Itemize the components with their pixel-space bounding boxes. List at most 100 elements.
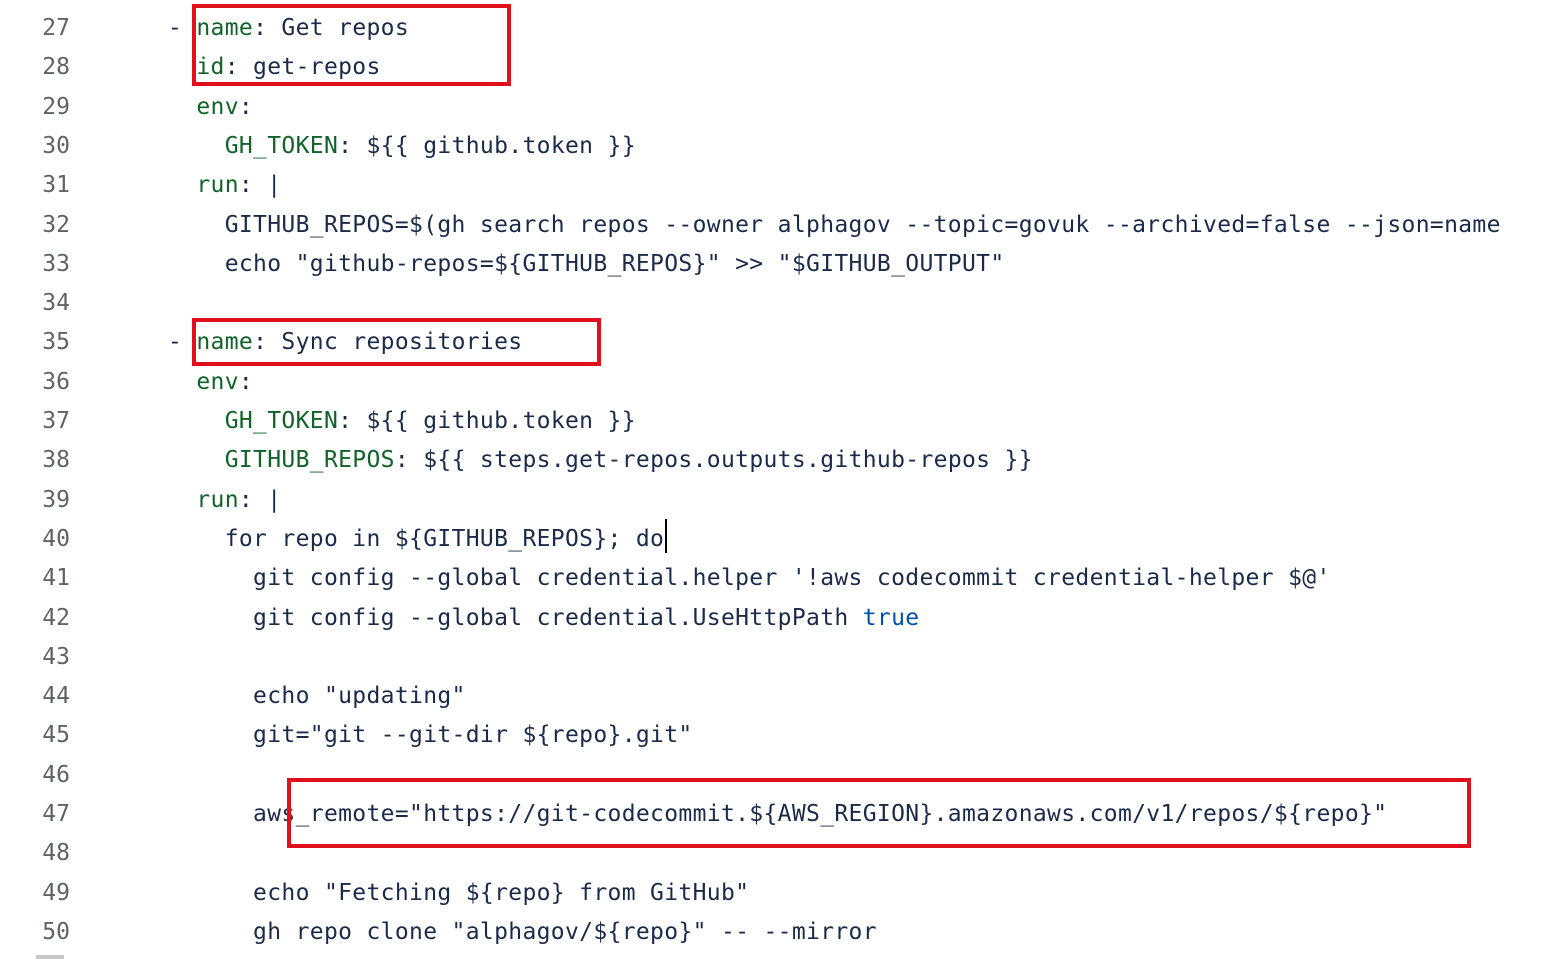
code-token [83, 172, 196, 198]
code-line[interactable]: 47 aws_remote="https://git-codecommit.${… [0, 795, 1568, 834]
code-token: : Sync repositories [253, 329, 523, 356]
line-code: - name: Get repos [83, 9, 409, 48]
code-line[interactable]: 31 run: | [0, 166, 1568, 205]
code-token: echo "updating" [82, 683, 466, 710]
line-code: gh repo clone "alphagov/${repo}" -- --mi… [83, 913, 877, 952]
code-line[interactable]: 30 GH_TOKEN: ${{ github.token }} [0, 127, 1568, 166]
line-code: run: | [83, 481, 282, 520]
line-number: 32 [42, 211, 70, 238]
code-line[interactable]: 46 [0, 756, 1568, 795]
line-code: run: | [83, 166, 282, 205]
line-code: git config --global credential.helper '!… [83, 559, 1331, 598]
code-line[interactable]: 40 for repo in ${GITHUB_REPOS}; do [0, 519, 1568, 559]
code-line[interactable]: 43 [0, 638, 1568, 677]
code-line[interactable]: 28 id: get-repos [0, 48, 1568, 87]
line-number: 41 [42, 565, 70, 592]
line-number: 30 [42, 132, 70, 159]
line-number: 45 [42, 722, 70, 749]
line-code: env: [83, 88, 253, 127]
code-line[interactable]: 29 env: [0, 88, 1568, 127]
code-line[interactable]: 32 GITHUB_REPOS=$(gh search repos --owne… [0, 206, 1568, 245]
line-number: 34 [42, 290, 70, 317]
code-token: GITHUB_REPOS=$(gh search repos --owner a… [82, 211, 1501, 238]
line-number: 37 [42, 408, 70, 434]
line-number: 48 [42, 840, 70, 867]
line-code: GH_TOKEN: ${{ github.token }} [83, 402, 636, 441]
yaml-key-token: GITHUB_REPOS [224, 447, 395, 474]
code-line[interactable]: 35 - name: Sync repositories [0, 323, 1568, 362]
line-number: 40 [42, 525, 70, 552]
code-token: echo "Fetching ${repo} from GitHub" [82, 879, 750, 906]
code-token: : | [238, 172, 282, 199]
line-number: 50 [42, 918, 70, 945]
code-line[interactable]: 36 env: [0, 363, 1568, 402]
line-number: 46 [42, 761, 70, 788]
line-code: - name: Sync repositories [83, 323, 523, 362]
code-line[interactable]: 37 GH_TOKEN: ${{ github.token }} [0, 402, 1568, 441]
text-cursor [665, 519, 668, 554]
line-number: 38 [42, 447, 70, 474]
line-number: 42 [42, 604, 70, 631]
code-token [83, 54, 196, 80]
code-token: - [82, 15, 197, 41]
line-number: 43 [42, 643, 70, 670]
code-token [83, 447, 225, 473]
line-number: 49 [42, 879, 70, 906]
line-code: git config --global credential.UseHttpPa… [83, 599, 920, 638]
yaml-key-token: GH_TOKEN [224, 408, 339, 434]
code-token: : ${{ github.token }} [338, 132, 636, 159]
line-code: echo "github-repos=${GITHUB_REPOS}" >> "… [83, 245, 1005, 284]
line-code: aws_remote="https://git-codecommit.${AWS… [83, 795, 1387, 834]
line-number: 31 [42, 172, 70, 199]
yaml-key-token: env [196, 93, 239, 120]
yaml-key-token: GH_TOKEN [224, 132, 339, 159]
yaml-key-token: env [196, 368, 239, 395]
line-code: GITHUB_REPOS=$(gh search repos --owner a… [83, 206, 1501, 245]
code-token: : ${{ github.token }} [338, 408, 636, 434]
line-number: 28 [42, 54, 70, 81]
line-number: 33 [42, 250, 70, 277]
code-line[interactable]: 39 run: | [0, 481, 1568, 520]
code-token: git config --global credential.UseHttpPa… [82, 604, 863, 631]
line-code: GITHUB_REPOS: ${{ steps.get-repos.output… [83, 441, 1033, 480]
line-number: 39 [42, 486, 70, 513]
line-number: 29 [42, 93, 70, 120]
line-number: 35 [42, 329, 70, 356]
line-code: for repo in ${GITHUB_REPOS}; do [82, 519, 668, 559]
yaml-key-token: run [196, 486, 239, 513]
code-token: echo "github-repos=${GITHUB_REPOS}" >> "… [82, 250, 1005, 277]
line-number: 44 [42, 683, 70, 710]
code-line[interactable]: 27 - name: Get repos [0, 9, 1568, 48]
code-token [83, 94, 196, 120]
code-line[interactable]: 48 [0, 834, 1568, 873]
code-line[interactable]: 50 gh repo clone "alphagov/${repo}" -- -… [0, 913, 1568, 952]
yaml-key-token: name [196, 329, 254, 356]
code-line[interactable]: 33 echo "github-repos=${GITHUB_REPOS}" >… [0, 245, 1568, 284]
code-token: : Get repos [253, 15, 410, 41]
code-line[interactable]: 34 [0, 284, 1568, 323]
code-line[interactable]: 38 GITHUB_REPOS: ${{ steps.get-repos.out… [0, 441, 1568, 480]
code-token: : ${{ steps.get-repos.outputs.github-rep… [394, 447, 1033, 474]
line-code: git="git --git-dir ${repo}.git" [83, 716, 693, 755]
code-line[interactable]: 45 git="git --git-dir ${repo}.git" [0, 716, 1568, 755]
code-line[interactable]: 44 echo "updating" [0, 677, 1568, 716]
code-token: for repo in ${GITHUB_REPOS}; do [82, 525, 665, 552]
yaml-key-token: name [196, 15, 254, 41]
code-token: : [238, 368, 254, 395]
code-line[interactable]: 49 echo "Fetching ${repo} from GitHub" [0, 874, 1568, 913]
yaml-key-token: run [196, 172, 239, 199]
code-token: : [238, 93, 254, 120]
line-code: env: [83, 363, 253, 402]
code-token: git config --global credential.helper '!… [82, 565, 1331, 592]
code-line[interactable]: 41 git config --global credential.helper… [0, 559, 1568, 598]
code-token: - [82, 329, 197, 356]
line-code: echo "updating" [83, 677, 466, 716]
code-line[interactable]: 42 git config --global credential.UseHtt… [0, 599, 1568, 638]
code-token: : get-repos [224, 54, 381, 81]
keyword-token: true [862, 604, 920, 631]
code-token: git="git --git-dir ${repo}.git" [82, 722, 693, 749]
yaml-key-token: id [196, 54, 225, 81]
next-line-number-partial [36, 955, 64, 959]
code-token [83, 408, 225, 434]
